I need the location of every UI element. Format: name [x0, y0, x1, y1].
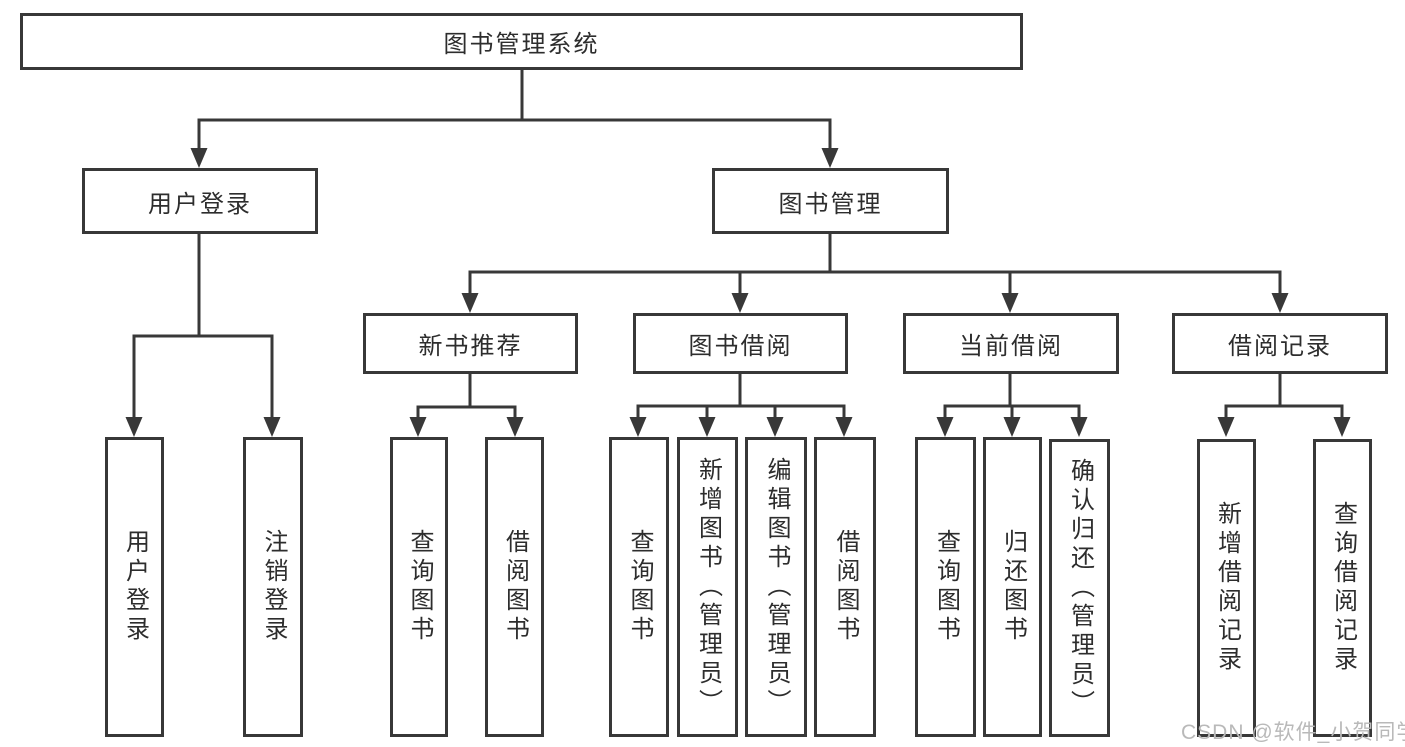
leaf-user-login-label: 用户登录	[121, 529, 149, 645]
node-book-borrowing-label: 图书借阅	[688, 333, 793, 360]
leaf-logout-label: 注销登录	[260, 529, 287, 645]
node-borrowing-records-label: 借阅记录	[1228, 333, 1332, 360]
arrowhead-nbr-borrow-books	[506, 417, 524, 437]
leaf-cb-return-books: 归还图书	[983, 437, 1042, 737]
leaf-bb-borrow-books-label: 借阅图书	[832, 529, 859, 645]
leaf-nbr-borrow-books: 借阅图书	[485, 437, 544, 737]
arrowhead-borrowing-records	[1271, 293, 1289, 313]
leaf-cb-query-books: 查询图书	[915, 437, 976, 737]
leaf-br-add-record-label: 新增借阅记录	[1213, 501, 1241, 675]
arrowhead-leaf-user-login	[125, 417, 143, 437]
edge-user-login-to-leaves	[132, 231, 274, 425]
arrowhead-new-book-recommend	[461, 293, 479, 313]
leaf-cb-confirm-return-admin-label: 确认归还（管理员）	[1066, 457, 1094, 719]
node-book-management: 图书管理	[712, 168, 949, 234]
node-new-book-recommend-label: 新书推荐	[418, 333, 523, 360]
leaf-br-query-record: 查询借阅记录	[1313, 439, 1372, 737]
node-book-management-label: 图书管理	[778, 190, 883, 218]
node-current-borrowing-label: 当前借阅	[959, 333, 1063, 360]
watermark-text: CSDN @软件_小贺同学	[1181, 721, 1405, 744]
edge-root-to-level2	[197, 67, 832, 156]
node-borrowing-records: 借阅记录	[1172, 313, 1388, 374]
edge-current-borrowing-to-leaves	[943, 372, 1081, 425]
arrowhead-nbr-query-books	[409, 417, 427, 437]
leaf-cb-return-books-label: 归还图书	[999, 529, 1027, 645]
node-root: 图书管理系统	[20, 13, 1023, 70]
leaf-cb-confirm-return-admin: 确认归还（管理员）	[1049, 439, 1110, 737]
arrowhead-book-management	[821, 148, 839, 168]
edge-book-management-to-level3	[468, 231, 1282, 301]
arrowhead-current-borrowing	[1001, 293, 1019, 313]
leaf-bb-edit-books-admin: 编辑图书（管理员）	[745, 437, 807, 737]
arrowhead-bb-add-books	[698, 417, 716, 437]
node-new-book-recommend: 新书推荐	[363, 313, 578, 374]
leaf-bb-add-books-admin-label: 新增图书（管理员）	[694, 456, 722, 718]
leaf-user-login: 用户登录	[105, 437, 164, 737]
leaf-nbr-query-books-label: 查询图书	[406, 529, 433, 645]
edge-book-borrowing-to-leaves	[636, 372, 846, 425]
node-book-borrowing: 图书借阅	[633, 313, 848, 374]
arrowhead-br-query-record	[1333, 417, 1351, 437]
leaf-bb-query-books: 查询图书	[609, 437, 669, 737]
leaf-nbr-borrow-books-label: 借阅图书	[501, 529, 529, 645]
leaf-bb-query-books-label: 查询图书	[626, 529, 653, 645]
arrowhead-cb-confirm-return	[1070, 417, 1088, 437]
leaf-nbr-query-books: 查询图书	[390, 437, 448, 737]
leaf-logout: 注销登录	[243, 437, 303, 737]
arrowhead-br-add-record	[1217, 417, 1235, 437]
arrowhead-user-login	[190, 148, 208, 168]
arrowhead-cb-return-books	[1003, 417, 1021, 437]
node-root-label: 图书管理系统	[443, 31, 600, 58]
leaf-bb-borrow-books: 借阅图书	[814, 437, 876, 737]
leaf-br-add-record: 新增借阅记录	[1197, 439, 1256, 737]
arrowhead-bb-edit-books	[766, 417, 784, 437]
leaf-bb-add-books-admin: 新增图书（管理员）	[677, 437, 738, 737]
leaf-cb-query-books-label: 查询图书	[932, 529, 960, 645]
leaf-bb-edit-books-admin-label: 编辑图书（管理员）	[763, 456, 790, 718]
node-user-login: 用户登录	[82, 168, 318, 234]
edge-borrowing-records-to-leaves	[1224, 372, 1344, 425]
node-user-login-label: 用户登录	[148, 190, 252, 218]
arrowhead-leaf-logout	[263, 417, 281, 437]
edge-new-book-recommend-to-leaves	[416, 372, 517, 425]
leaf-br-query-record-label: 查询借阅记录	[1329, 501, 1357, 675]
arrowhead-bb-borrow-books	[835, 417, 853, 437]
arrowhead-cb-query-books	[936, 417, 954, 437]
arrowhead-bb-query-books	[629, 417, 647, 437]
node-current-borrowing: 当前借阅	[903, 313, 1119, 374]
arrowhead-book-borrowing	[731, 293, 749, 313]
